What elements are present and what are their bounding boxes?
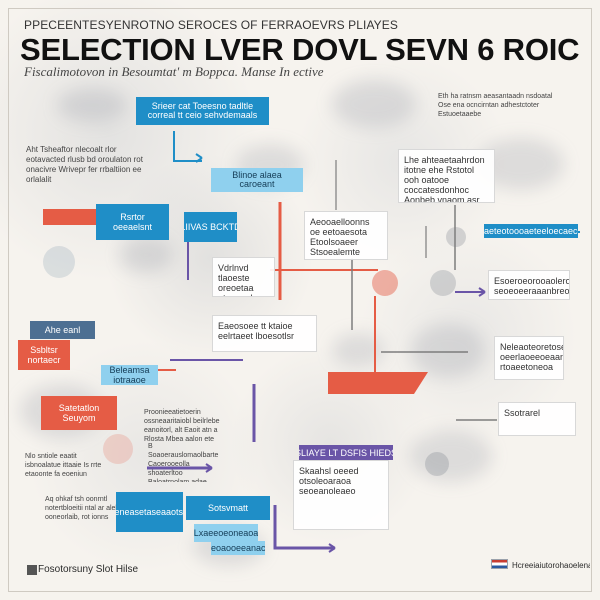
left-note-a: Aht Tsheaftor nlecoalt rlor eotavacted r… bbox=[26, 145, 143, 184]
left-light-box: Beleamsa iotraaoe bbox=[101, 365, 158, 385]
page-title: SELECTION LVER DOVL SEVN 6 ROICESS bbox=[20, 32, 580, 67]
node-dot bbox=[372, 270, 398, 296]
center-card-d: Skaahsl oeeed otsoleoaraoa seoeanoleaeo bbox=[293, 460, 389, 530]
lower-light-box: Lxaeeoeoneaoa bbox=[194, 524, 258, 542]
node-dot bbox=[446, 227, 466, 247]
top-light-box: Blinoe alaea caroeant bbox=[211, 168, 303, 192]
top-right-text: Eth ha ratnsm aeasantaadn nsdoatal Ose e… bbox=[438, 93, 553, 118]
right-card-a: Esoeroeorooaolerosn seoeoeeraaanbreoeosa… bbox=[488, 270, 570, 300]
node-dot bbox=[43, 246, 75, 278]
flag-icon bbox=[491, 559, 508, 569]
page-kicker: PPECEENTESYENROTNO SEROCES OF FERRAOEVRS… bbox=[24, 18, 398, 32]
left-note-c: Aq ohkaf tsh oonrntl notertbloeitii ntal… bbox=[45, 496, 131, 521]
right-card-b: Neleaoteoretoseocl oeerlaoeeoeaanoe rtoa… bbox=[494, 336, 564, 380]
center-card-a: Vdrlnvd tlaoeste oreoetaa ateonaelm bbox=[212, 257, 275, 297]
cloud-blob bbox=[120, 237, 172, 273]
page-subtitle: Fiscalimotovon in Besoumtat' m Boppca. M… bbox=[24, 64, 324, 79]
lower-left-blue-box: Sotsvmatt bbox=[186, 496, 270, 520]
left-note-b: Nlo sntiole eaatit isbnoalatue ittaaie I… bbox=[25, 453, 102, 478]
top-right-card: Lhe ahteaetaahrdon itotne ehe Rstotol oo… bbox=[398, 149, 495, 203]
top-right-blue-strip: Bessiaeteotoooaeteeloecaecoeata bbox=[484, 224, 578, 238]
cloud-blob bbox=[410, 430, 492, 482]
lower-purple-box: SLIAYE LT DSFIS HIEDS bbox=[299, 445, 393, 460]
node-dot bbox=[103, 434, 133, 464]
left-red-top bbox=[43, 209, 96, 225]
center-card-b: Aeooaelloonns oe eetoaesota Etoolsoaeer … bbox=[304, 211, 388, 260]
cloud-blob bbox=[57, 88, 127, 122]
lower-left-note: B Soaoerauslomaolbarte Caoerooeolla shoa… bbox=[148, 443, 219, 482]
left-red-mid: Ssbltsr nortaecr bbox=[18, 340, 70, 370]
lower-left-red-box: Satetatlon Seuyom bbox=[41, 396, 117, 430]
left-blue-box: Rsrtor oeeaelsnt bbox=[96, 204, 169, 240]
left-slate-label: Ahe eanl bbox=[30, 321, 95, 339]
top-blue-box: Srieer cat Toeesno tadltle correal tt ce… bbox=[136, 97, 269, 125]
footer-left-label: Fosotorsuny Slot Hilse bbox=[38, 564, 139, 575]
lower-left-light-box: Fooeoaooeeanacoaa bbox=[211, 541, 265, 555]
node-dot bbox=[425, 452, 449, 476]
left-blue-label: LIIVAS BCKTD bbox=[184, 212, 237, 242]
right-red-banner bbox=[328, 372, 428, 394]
cloud-blob bbox=[411, 324, 485, 378]
node-dot bbox=[430, 270, 456, 296]
left-note-d: Proonieeatietoerin ossneaaritaiobl beilr… bbox=[144, 409, 220, 442]
footer-right-label: Hcreeiaiutorohaoelenaalaoe Bas bbox=[512, 561, 590, 570]
right-label-card: Ssotrarel bbox=[498, 402, 576, 436]
center-card-c: Eaeosoee tt ktaioe eelrtaeet lboesotlsr bbox=[212, 315, 317, 352]
footer-logo-icon bbox=[27, 565, 37, 575]
lower-blue-box: Sntoeneasetaseaaotsnaeo bbox=[116, 492, 183, 532]
cloud-blob bbox=[332, 80, 416, 128]
